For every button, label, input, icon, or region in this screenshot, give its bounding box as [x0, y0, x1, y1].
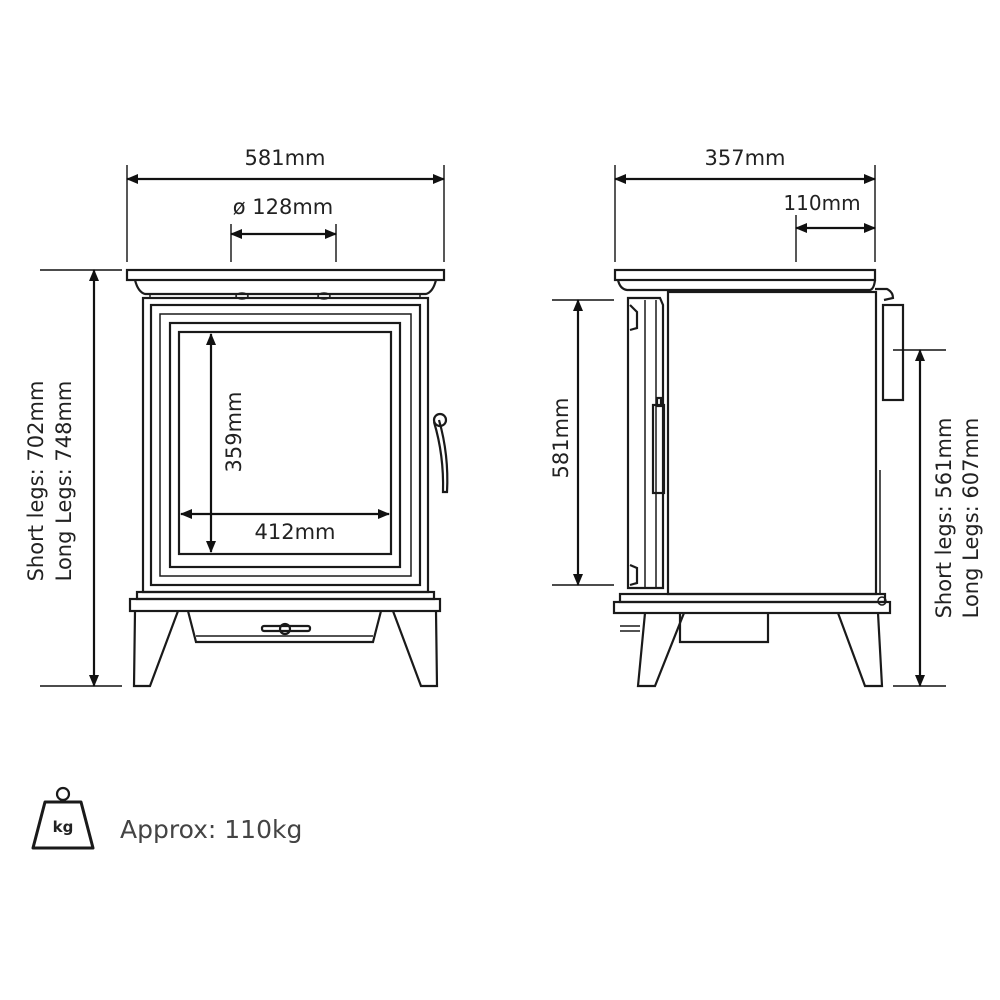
window-height-label: 359mm	[222, 392, 246, 473]
front-width-label: 581mm	[245, 146, 326, 170]
weight-info: kg Approx: 110kg	[31, 786, 302, 850]
weight-icon-text: kg	[53, 818, 74, 836]
side-depth-label: 357mm	[705, 146, 786, 170]
side-view: 357mm 110mm 581mm Short legs: 561mm Long…	[549, 146, 983, 688]
flue-diameter-label: ø 128mm	[233, 195, 334, 219]
front-height-short-label: Short legs: 702mm	[24, 381, 48, 582]
flue-height-short-label: Short legs: 561mm	[932, 418, 956, 619]
flue-offset-label: 110mm	[783, 191, 860, 215]
weight-label: Approx: 110kg	[120, 815, 302, 844]
side-height-label: 581mm	[549, 398, 573, 479]
weight-kg-icon: kg	[31, 786, 95, 850]
front-stove-drawing	[125, 268, 449, 688]
front-height-long-label: Long Legs: 748mm	[52, 381, 76, 582]
flue-height-long-label: Long Legs: 607mm	[959, 418, 983, 619]
front-view: 581mm ø 128mm Short legs: 702mm Long Leg…	[24, 146, 449, 688]
side-stove-drawing	[612, 268, 905, 688]
window-width-label: 412mm	[255, 520, 336, 544]
